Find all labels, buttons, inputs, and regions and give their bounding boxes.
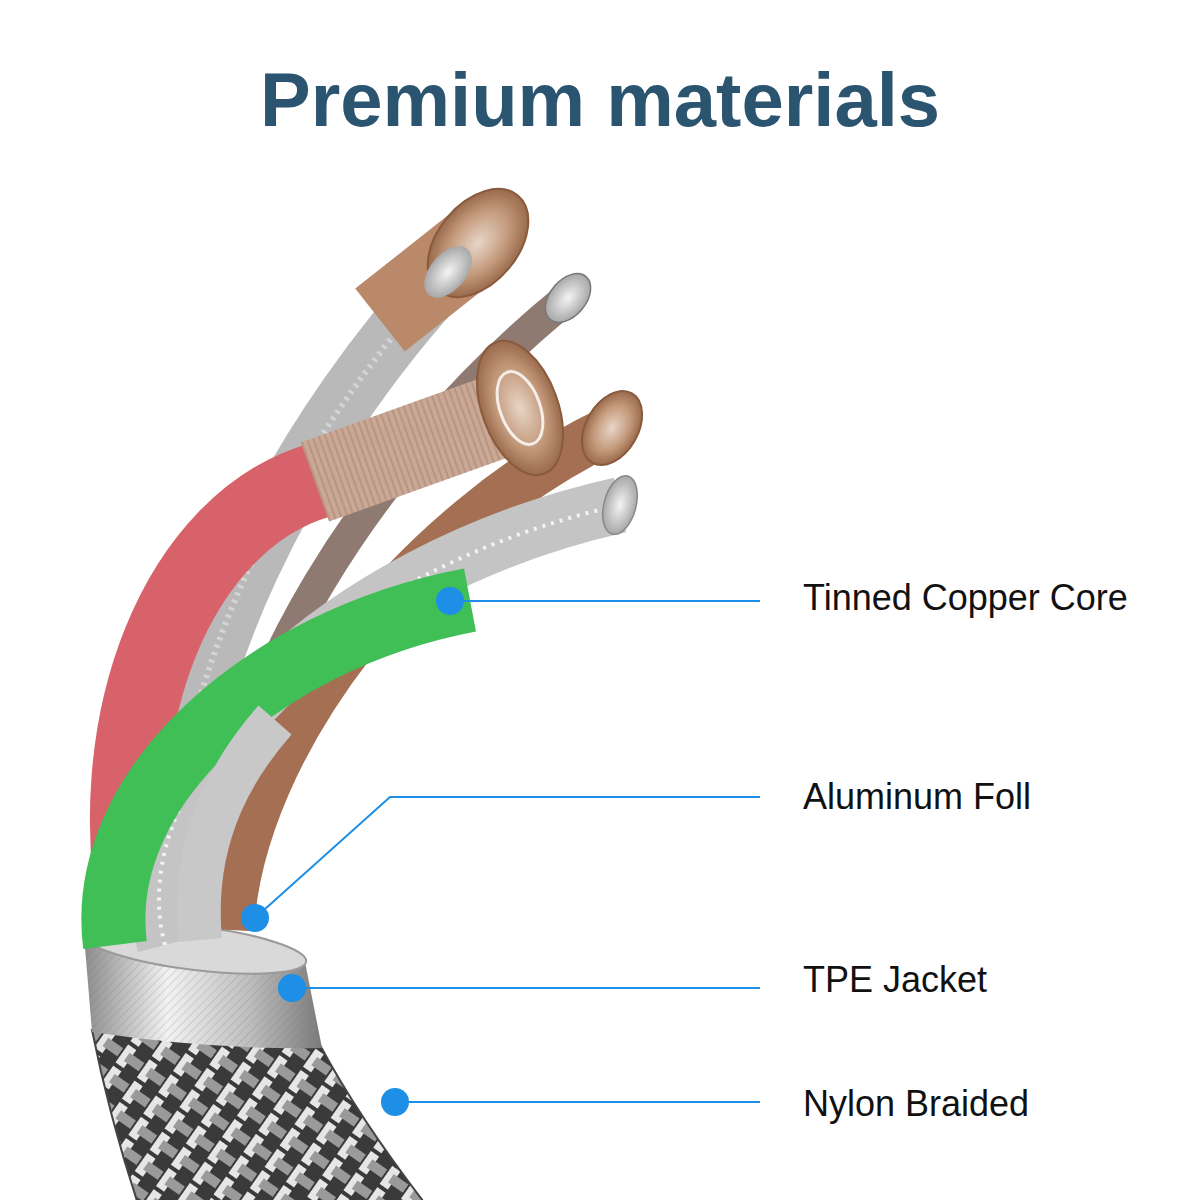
page-title: Premium materials: [0, 55, 1200, 145]
green-wire: [113, 600, 470, 945]
part-label: Tinned Copper Core: [803, 576, 1128, 620]
conductor-end: [597, 472, 643, 538]
conductor-end: [415, 237, 481, 306]
leader-lines: [255, 601, 760, 1102]
leader-line: [292, 987, 760, 989]
conductor-end: [488, 365, 552, 450]
leader-line: [255, 797, 760, 918]
callout-dots: [241, 587, 464, 1116]
part-label: Nylon Braided: [803, 1082, 1029, 1126]
foil-wire: [199, 720, 275, 940]
callout-dot: [436, 587, 464, 615]
part-label: Aluminum Foll: [803, 775, 1031, 819]
callout-dot: [278, 974, 306, 1002]
leader-line: [395, 1101, 760, 1103]
callout-dot: [241, 904, 269, 932]
conductor-end: [536, 265, 600, 331]
leader-line: [450, 600, 760, 602]
conductor-end: [569, 380, 654, 475]
part-label: TPE Jacket: [803, 958, 987, 1002]
callout-dot: [381, 1088, 409, 1116]
conductor-end: [460, 329, 579, 487]
nylon-braid: [92, 1030, 430, 1200]
conductor-end: [408, 170, 549, 316]
